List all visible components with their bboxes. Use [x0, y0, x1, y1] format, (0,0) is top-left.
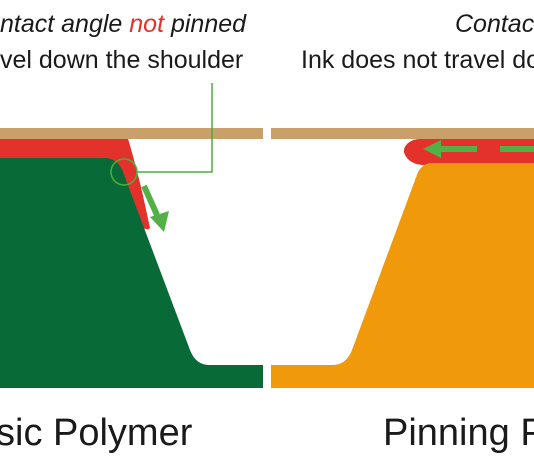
right-substrate-bar: [271, 128, 534, 139]
right-caption-line1: Contact a: [455, 10, 534, 38]
arrow-down-icon: [141, 184, 169, 232]
callout-leader-line: [137, 83, 213, 173]
basic-polymer-bank: [0, 158, 263, 388]
left-substrate-bar: [0, 128, 263, 139]
left-caption-line1: ntact angle not pinned: [0, 10, 247, 38]
pinning-polymer-bank: [271, 163, 534, 388]
left-caption-part-not: not: [129, 10, 165, 38]
right-caption-line2: Ink does not travel down t: [301, 46, 534, 74]
left-caption-line2: vel down the shoulder: [0, 46, 243, 74]
left-caption-part-c: pinned: [164, 10, 247, 38]
left-caption-part-a: ntact angle: [0, 10, 129, 38]
arrow-left-icon: [423, 140, 534, 158]
left-bank-label: sic Polymer: [0, 412, 193, 454]
right-bank-label: Pinning Poly: [383, 412, 534, 454]
